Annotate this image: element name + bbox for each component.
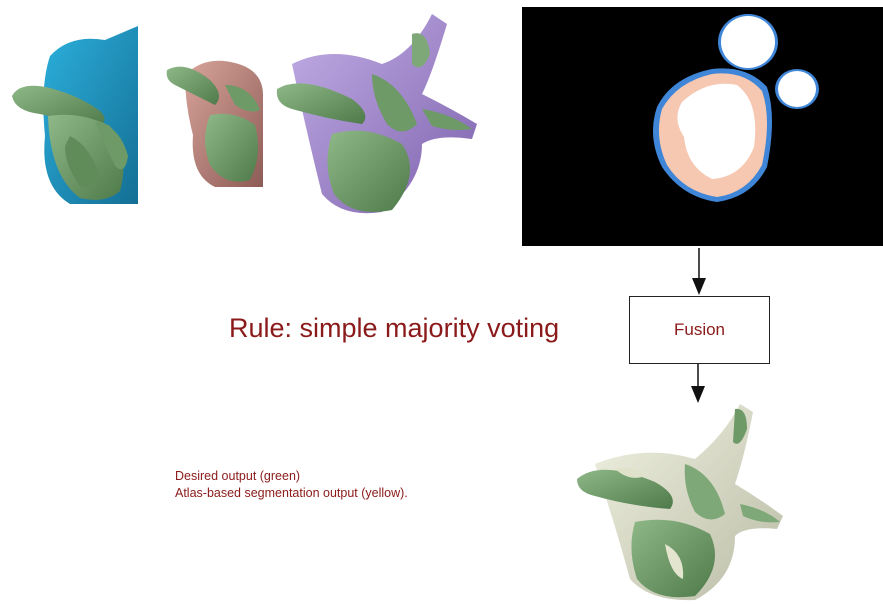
- legend-desired-output: Desired output (green): [175, 469, 301, 483]
- arrow-from-fusion: [691, 364, 705, 403]
- blue-overlay-render: [12, 26, 139, 204]
- fusion-box: Fusion: [629, 296, 770, 364]
- legend-atlas-output: Atlas-based segmentation output (yellow)…: [175, 486, 408, 500]
- legend: Desired output (green) Atlas-based segme…: [175, 468, 408, 502]
- purple-overlay-render: [276, 14, 477, 214]
- fused-output-render: [577, 404, 783, 601]
- pink-overlay-render: [166, 60, 263, 187]
- segmentation-slice-image: [653, 14, 819, 202]
- fusion-label: Fusion: [673, 320, 726, 339]
- arrow-to-fusion: [692, 248, 706, 295]
- rule-heading: Rule: simple majority voting: [229, 313, 560, 343]
